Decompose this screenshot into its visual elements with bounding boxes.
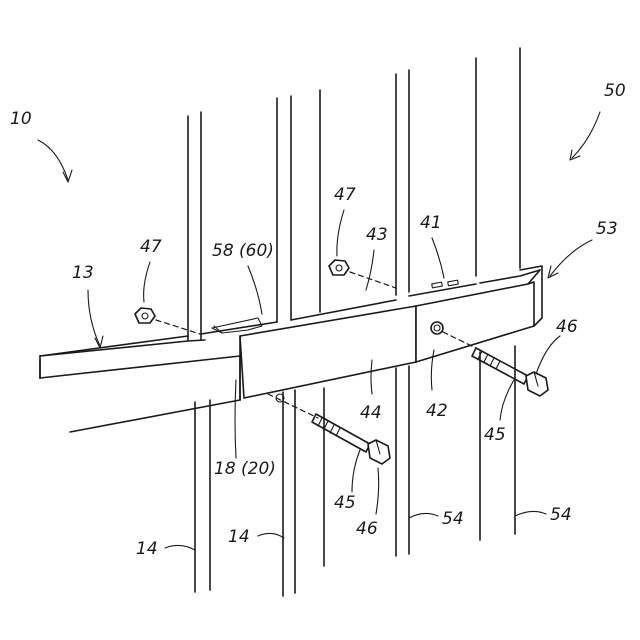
leader-45b [352, 450, 360, 492]
leader-47a [144, 262, 150, 302]
slot-2 [448, 280, 459, 286]
label-45-lower: 45 [334, 493, 356, 513]
nut-47-left-axis [156, 320, 200, 334]
slot-1 [432, 282, 443, 288]
label-41: 41 [420, 213, 442, 233]
leader-14a [165, 545, 195, 550]
bracket-44 [240, 306, 416, 400]
leader-54b [515, 511, 546, 516]
bracket-42 [416, 266, 542, 362]
label-44: 44 [360, 403, 382, 423]
nut-47-right-hex [329, 260, 349, 275]
label-47-right: 47 [334, 185, 356, 205]
leader-50 [572, 112, 600, 158]
label-14-left: 14 [136, 539, 158, 559]
label-10: 10 [10, 109, 32, 129]
leader-46a [536, 336, 560, 374]
leader-13 [88, 290, 100, 346]
label-13: 13 [72, 263, 94, 283]
leader-53 [550, 240, 592, 276]
label-46-right: 46 [556, 317, 578, 337]
label-18-20: 18 (20) [214, 459, 276, 479]
label-54-left: 54 [442, 509, 464, 529]
rail-top-front-edge [40, 340, 205, 356]
leader-45a [500, 380, 514, 420]
leader-46b [376, 468, 379, 514]
nut-47-left [135, 308, 200, 334]
rail-mid-edge [40, 356, 240, 378]
nut-47-right [329, 260, 396, 288]
leader-47b [337, 210, 344, 256]
rail-bottom-edge [70, 400, 240, 432]
label-45-right: 45 [484, 425, 506, 445]
leader-41 [432, 238, 444, 278]
leader-44 [371, 360, 372, 394]
nut-47-right-axis [350, 272, 396, 288]
leader-18 [235, 380, 236, 458]
label-14-right: 14 [228, 527, 250, 547]
label-50: 50 [604, 81, 626, 101]
leader-54a [409, 513, 438, 518]
label-46-lower: 46 [356, 519, 378, 539]
label-43: 43 [366, 225, 388, 245]
label-58-60: 58 (60) [212, 241, 274, 261]
label-47-left: 47 [140, 237, 162, 257]
label-54-right: 54 [550, 505, 572, 525]
nut-47-left-hex [135, 308, 155, 323]
label-42: 42 [426, 401, 448, 421]
leader-14b [258, 533, 284, 538]
leader-58 [248, 266, 262, 314]
plate-44-face [240, 306, 416, 398]
label-53: 53 [596, 219, 618, 239]
leader-43 [366, 250, 374, 290]
